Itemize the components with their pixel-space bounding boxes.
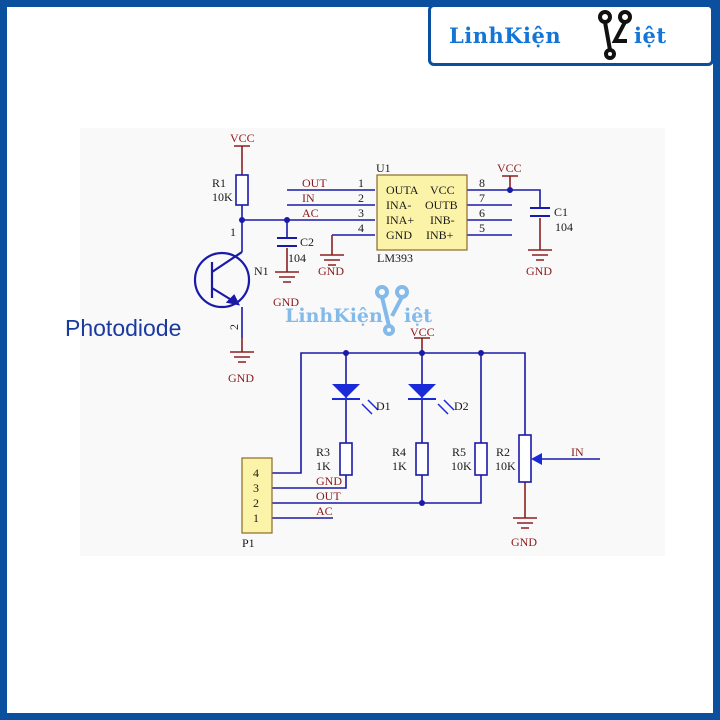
r5-value: 10K	[451, 459, 472, 473]
capacitor-c1	[530, 207, 550, 217]
r1-value: 10K	[212, 190, 233, 204]
gnd-label: GND	[511, 535, 537, 549]
u1-part: LM393	[377, 251, 413, 265]
gnd-label: GND	[273, 295, 299, 309]
resistor-r1	[235, 174, 249, 206]
pin-name: INB-	[430, 213, 455, 227]
wiper-arrow-icon	[531, 453, 542, 465]
photodiode-label: Photodiode	[65, 315, 181, 341]
r4-ref: R4	[392, 445, 406, 459]
gnd-label: GND	[228, 371, 254, 385]
p1-ref: P1	[242, 536, 255, 550]
pin-num: 1	[358, 176, 364, 190]
d2-ref: D2	[454, 399, 469, 413]
logo-circuit-icon	[598, 10, 632, 60]
watermark-text: LinhKiện	[285, 305, 383, 327]
capacitor-c2	[277, 237, 297, 247]
c2-value: 104	[288, 251, 306, 265]
led-d2	[408, 384, 455, 415]
n1-ref: N1	[254, 264, 269, 278]
pin-name: OUTA	[386, 183, 419, 197]
pin-num: 8	[479, 176, 485, 190]
p1-pin: 1	[253, 511, 259, 525]
pin-name: INB+	[426, 228, 454, 242]
net-in: IN	[571, 445, 584, 459]
pin-name: INA+	[386, 213, 414, 227]
logo-text: iệt	[634, 23, 667, 48]
resistor-r4	[415, 442, 429, 476]
led-d1	[332, 384, 379, 415]
pin-num: 6	[479, 206, 485, 220]
vcc-label: VCC	[230, 131, 255, 145]
schematic-background	[80, 128, 665, 556]
net-out: OUT	[302, 176, 327, 190]
wires	[241, 189, 600, 519]
logo-text: LinhKiện	[449, 23, 562, 48]
resistor-r3	[339, 442, 353, 476]
watermark-logo: LinhKiện iệt	[285, 285, 432, 336]
p1-pin: 3	[253, 481, 259, 495]
watermark-circuit-icon	[375, 285, 409, 336]
connector-p1	[241, 457, 273, 534]
power-wires	[230, 145, 552, 529]
r2-value: 10K	[495, 459, 516, 473]
c1-value: 104	[555, 220, 573, 234]
p1-pin: 2	[253, 496, 259, 510]
net-ac: AC	[316, 504, 333, 518]
pin-name: VCC	[430, 183, 455, 197]
r4-value: 1K	[392, 459, 407, 473]
r2-ref: R2	[496, 445, 510, 459]
junctions	[239, 187, 513, 506]
u1-ref: U1	[376, 161, 391, 175]
r5-ref: R5	[452, 445, 466, 459]
vcc-label: VCC	[410, 325, 435, 339]
r1-ref: R1	[212, 176, 226, 190]
net-gnd: GND	[316, 474, 342, 488]
gnd-label: GND	[526, 264, 552, 278]
n1-pin2: 2	[227, 324, 241, 330]
r3-value: 1K	[316, 459, 331, 473]
r3-ref: R3	[316, 445, 330, 459]
pin-name: OUTB	[425, 198, 458, 212]
pin-name: INA-	[386, 198, 411, 212]
pin-num: 5	[479, 221, 485, 235]
gnd-label: GND	[318, 264, 344, 278]
n1-pin1: 1	[230, 225, 236, 239]
potentiometer-r2	[518, 434, 532, 483]
ic-u1	[376, 174, 468, 251]
brand-logo: LinhKiện iệt	[428, 7, 713, 66]
pin-num: 4	[358, 221, 364, 235]
net-in: IN	[302, 191, 315, 205]
net-out: OUT	[316, 489, 341, 503]
net-ac: AC	[302, 206, 319, 220]
c2-ref: C2	[300, 235, 314, 249]
pin-num: 3	[358, 206, 364, 220]
resistor-r5	[474, 442, 488, 476]
c1-ref: C1	[554, 205, 568, 219]
d1-ref: D1	[376, 399, 391, 413]
p1-pin: 4	[253, 466, 259, 480]
pin-num: 7	[479, 191, 485, 205]
watermark-text: iệt	[404, 305, 432, 327]
pin-name: GND	[386, 228, 412, 242]
phototransistor-n1	[193, 251, 251, 309]
vcc-label: VCC	[497, 161, 522, 175]
pin-num: 2	[358, 191, 364, 205]
